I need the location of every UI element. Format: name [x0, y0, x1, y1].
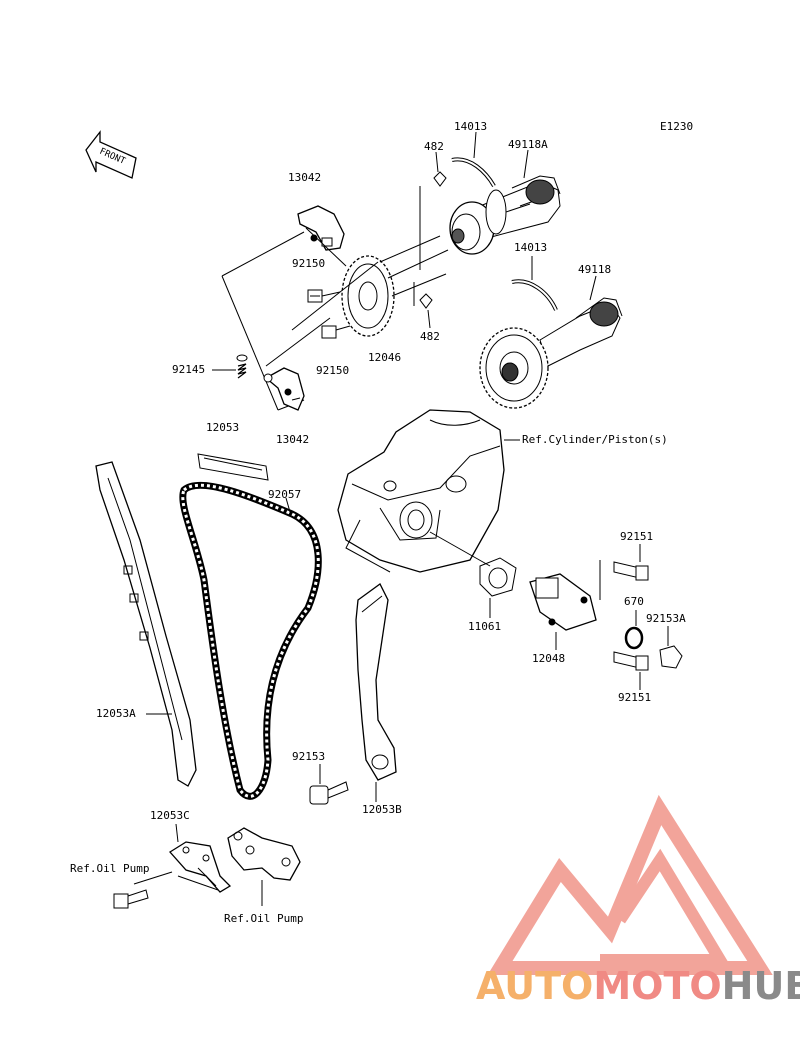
- oil-pump-bracket-12053C: [169, 841, 232, 893]
- label-12053A: 12053A: [96, 707, 136, 720]
- cap-bolt-92153A: [659, 645, 683, 669]
- label-670: 670: [624, 595, 644, 608]
- label-13042-bottom: 13042: [276, 433, 310, 446]
- cylinder-head: [337, 409, 505, 573]
- gasket-11061: [479, 557, 517, 597]
- label-49118: 49118: [578, 263, 612, 276]
- label-49118A: 49118A: [508, 138, 548, 151]
- clip-482-bottom: [419, 293, 433, 309]
- bolt-oil-pump: [113, 889, 149, 909]
- chain-guide-12053A: [95, 461, 197, 787]
- label-92150-a: 92150: [292, 257, 326, 270]
- label-11061: 11061: [468, 620, 502, 633]
- label-92153A: 92153A: [646, 612, 686, 625]
- bolt-92151-bottom: [613, 651, 649, 671]
- decompressor-weight-bottom: [263, 367, 305, 411]
- tensioner-arm-12053B: [355, 583, 397, 781]
- label-ref-cylinder: Ref.Cylinder/Piston(s): [522, 433, 668, 446]
- label-92057: 92057: [268, 488, 302, 501]
- cam-sprocket-12046: [341, 255, 395, 337]
- label-13042-top: 13042: [288, 171, 322, 184]
- label-12053B: 12053B: [362, 803, 402, 816]
- label-92145: 92145: [172, 363, 206, 376]
- label-92151-bottom: 92151: [618, 691, 652, 704]
- bolt-92151-top: [613, 561, 649, 581]
- spring-92145: [236, 354, 248, 379]
- decompressor-weight-top: [297, 205, 345, 251]
- guide-plate-12053: [197, 453, 269, 481]
- label-12046: 12046: [368, 351, 402, 364]
- watermark-hub: HUB: [721, 964, 800, 1008]
- bolt-92150-a: [307, 289, 341, 303]
- label-92151-top: 92151: [620, 530, 654, 543]
- label-14013-top: 14013: [454, 120, 488, 133]
- tensioner-12048: [529, 573, 597, 631]
- camshaft-intake: [479, 297, 623, 409]
- watermark-auto: AUTO: [476, 964, 594, 1008]
- clip-482-top: [433, 171, 447, 187]
- watermark-brand: AUTOMOTOHUB: [476, 964, 800, 1008]
- label-12053C: 12053C: [150, 809, 190, 822]
- automotohub-logo-icon: [487, 794, 773, 975]
- o-ring-670: [624, 626, 644, 650]
- front-arrow-icon: FRONT: [85, 130, 137, 179]
- diagram-code: E1230: [660, 120, 694, 133]
- label-482-top: 482: [424, 140, 444, 153]
- watermark-moto: MOTO: [593, 964, 722, 1008]
- camshaft-exhaust: [449, 175, 561, 255]
- bolt-92150-b: [321, 325, 351, 339]
- label-92153: 92153: [292, 750, 326, 763]
- label-12048: 12048: [532, 652, 566, 665]
- label-482-bottom: 482: [420, 330, 440, 343]
- oil-pump-body: [227, 827, 301, 881]
- label-ref-oil-pump-2: Ref.Oil Pump: [224, 912, 304, 925]
- label-12053: 12053: [206, 421, 240, 434]
- bolt-92153: [309, 781, 349, 805]
- label-92150-b: 92150: [316, 364, 350, 377]
- label-14013-mid: 14013: [514, 241, 548, 254]
- label-ref-oil-pump-1: Ref.Oil Pump: [70, 862, 150, 875]
